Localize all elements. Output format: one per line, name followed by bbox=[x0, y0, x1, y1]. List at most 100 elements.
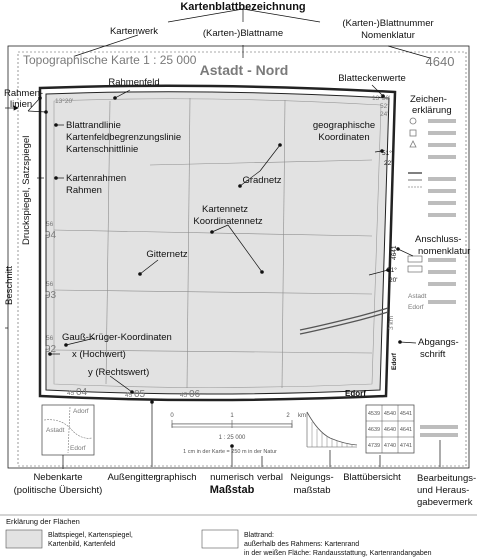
lat-51-mid: 51° bbox=[387, 266, 397, 274]
label-blattname: (Karten-)Blattname bbox=[203, 28, 283, 39]
label-neigung-2: maßstab bbox=[294, 485, 331, 496]
sign-legend bbox=[407, 117, 456, 304]
sheet-number: 4640 bbox=[426, 54, 455, 69]
legend-square-symbol bbox=[409, 129, 417, 137]
label-druckspiegel: Druckspiegel, Satzspiegel bbox=[21, 136, 32, 245]
lat-22: 22' bbox=[384, 160, 392, 167]
scale-tick-2: 2 bbox=[286, 413, 290, 419]
edition-bar bbox=[420, 433, 458, 437]
nebenkarte-adorf: Adorf bbox=[73, 408, 89, 415]
astadt-side: Astadt bbox=[408, 293, 427, 300]
label-blattnummer-2: Nomenklatur bbox=[361, 30, 415, 41]
scale-tick-0: 0 bbox=[170, 413, 174, 419]
label-bearbeitung-1: Bearbeitungs- bbox=[417, 473, 476, 484]
nebenkarte-border-line bbox=[67, 406, 71, 454]
label-verbal: verbal bbox=[257, 472, 283, 483]
sheet-overview-cell: 4741 bbox=[400, 443, 412, 449]
hw-92: 92 bbox=[45, 344, 57, 355]
legend-bars bbox=[428, 119, 456, 304]
legend-bar bbox=[428, 143, 456, 147]
legend-bar bbox=[428, 282, 456, 286]
graticule-line bbox=[149, 159, 373, 166]
label-kartennetz-1: Kartennetz bbox=[202, 204, 248, 215]
gridline-v3 bbox=[281, 99, 286, 389]
label-kartenrahmen-2: Rahmen bbox=[66, 185, 102, 196]
label-rechtswert: y (Rechtswert) bbox=[88, 367, 149, 378]
sheet-overview-cell: 4539 bbox=[368, 411, 380, 417]
margin-arrows bbox=[5, 105, 19, 329]
sheet-name: Astadt - Nord bbox=[200, 62, 289, 78]
scale-numeric: 1 : 25 000 bbox=[219, 435, 246, 441]
gridline-h3 bbox=[53, 349, 373, 354]
label-massstab: Maßstab bbox=[210, 484, 255, 496]
legend-triangle-symbol bbox=[409, 140, 417, 148]
legend-rect-symbol bbox=[407, 265, 423, 273]
legend-white-1: Blattrand: bbox=[244, 532, 274, 539]
sheet-overview-cell: 4641 bbox=[400, 427, 412, 433]
legend-bar bbox=[428, 189, 456, 193]
legend-white-2: außerhalb des Rahmens: Kartenrand bbox=[244, 541, 359, 548]
rw-45-a: 45 bbox=[67, 390, 75, 397]
slope-curve bbox=[306, 411, 358, 446]
map-field bbox=[45, 91, 390, 395]
legend-bar bbox=[428, 258, 456, 262]
label-blattrandlinie-1: Blattrandlinie bbox=[66, 120, 121, 131]
road-line-b bbox=[299, 311, 389, 335]
label-rahmenlinien-1: Rahmen- bbox=[4, 88, 43, 99]
lat-20: 20' bbox=[389, 277, 397, 284]
road-line-a bbox=[299, 307, 389, 331]
rw-45-b: 45 bbox=[125, 392, 133, 399]
title-label: Kartenblattbezeichnung bbox=[180, 1, 305, 13]
abgang-km: 3 km bbox=[388, 316, 395, 330]
print-area-border bbox=[17, 51, 467, 467]
label-kartennetz-2: Koordinatennetz bbox=[193, 216, 262, 227]
legend-swatch-white bbox=[201, 529, 239, 549]
sheet-overview-cell: 4739 bbox=[368, 443, 380, 449]
label-blatteckenwerte: Blatteckenwerte bbox=[338, 73, 406, 84]
label-blattrandlinie-2: Kartenfeldbegrenzungslinie bbox=[66, 132, 181, 143]
edorf-bottom: Edorf bbox=[345, 389, 366, 398]
legend-white-3: in der weißen Fläche: Randausstattung, K… bbox=[244, 550, 432, 557]
sheet-overview-cell: 4740 bbox=[384, 443, 396, 449]
label-bearbeitung-2: und Heraus- bbox=[417, 485, 469, 496]
label-blattuebersicht: Blattübersicht bbox=[343, 472, 401, 483]
sheet-overview-cell: 4639 bbox=[368, 427, 380, 433]
rw-45-c: 45 bbox=[180, 392, 188, 399]
map-field-inner-line bbox=[53, 98, 382, 388]
label-beschnitt: Beschnitt bbox=[4, 266, 15, 305]
gridline-v1 bbox=[105, 100, 111, 385]
legend-bar bbox=[428, 300, 456, 304]
label-graphisch: graphisch bbox=[155, 472, 196, 483]
label-zeichenerklaerung-2: erklärung bbox=[412, 105, 452, 116]
label-blattnummer-1: (Karten-)Blattnummer bbox=[342, 18, 433, 29]
label-rahmenlinien-2: linien bbox=[10, 99, 32, 110]
label-anschluss-1: Anschluss- bbox=[415, 234, 461, 245]
corner-value-tl: 13°20' bbox=[55, 97, 73, 105]
edition-note-bars bbox=[420, 425, 458, 437]
legend-gray-2: Kartenbild, Kartenfeld bbox=[48, 541, 115, 548]
nebenkarte-border-line bbox=[43, 419, 93, 439]
lat-51-top: 51° bbox=[382, 149, 392, 157]
slope-hatch bbox=[311, 422, 353, 447]
label-gitternetz: Gitternetz bbox=[146, 249, 187, 260]
scale-verbal: 1 cm in der Karte = 250 m in der Natur bbox=[183, 449, 277, 455]
label-neigung-1: Neigungs- bbox=[290, 472, 333, 483]
leader-dots bbox=[38, 94, 402, 448]
legend-bar bbox=[428, 119, 456, 123]
grid-lines bbox=[53, 97, 373, 389]
label-gradnetz: Gradnetz bbox=[242, 175, 281, 186]
label-gauss: Gauß-Krüger-Koordinaten bbox=[62, 332, 172, 343]
edorf-side: Edorf bbox=[408, 304, 424, 311]
hw-56-mid: 56 bbox=[46, 281, 54, 288]
leader-lines bbox=[27, 8, 441, 469]
edorf-right: Edorf bbox=[391, 352, 398, 370]
rw-04: 04 bbox=[76, 387, 88, 398]
legend-gray-1: Blattspiegel, Kartenspiegel, bbox=[48, 532, 133, 539]
corner-value-tr-lon: 13°30' bbox=[372, 94, 390, 102]
rw-05: 05 bbox=[134, 389, 146, 400]
legend-swatch-gray bbox=[5, 529, 43, 549]
sheet-overview-frame bbox=[365, 404, 415, 454]
